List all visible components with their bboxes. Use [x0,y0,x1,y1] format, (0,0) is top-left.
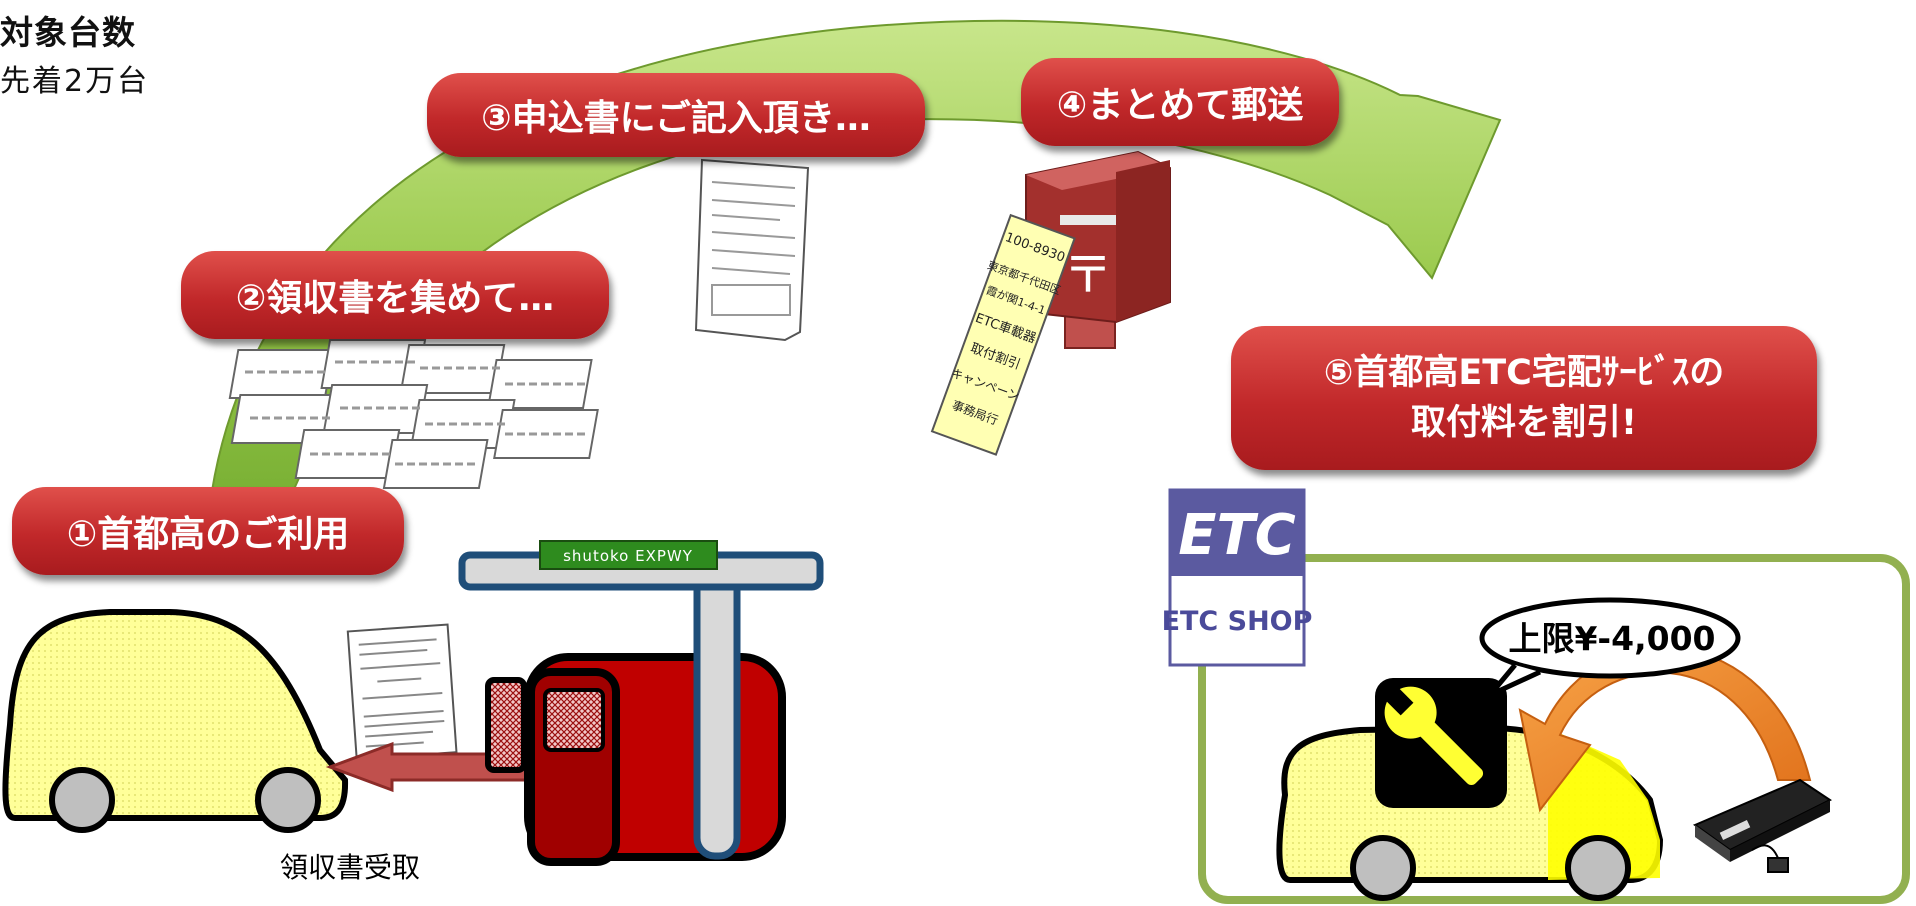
target-count-value: 先着2万台 [0,64,150,99]
discount-amount: 上限¥-4,000 [1508,619,1715,658]
car-left-wheel-front [255,767,321,833]
step-5-line-1: ⑤首都高ETC宅配ｻｰﾋﾞｽの [1323,353,1725,393]
gate-sign: shutoko EXPWY [563,547,693,565]
car-left [2,609,349,833]
discount-speech-bubble: 上限¥-4,000 [1479,597,1741,698]
car-right-wheel-rear [1350,835,1416,901]
etc-logo: ETC [1178,503,1296,568]
toll-gate: shutoko EXPWY [458,540,824,866]
install-arrow [1518,646,1812,813]
step-1-label: ①首都高のご利用 [12,487,404,575]
etc-shop-name: ETC SHOP [1162,606,1313,637]
step-4-label: ④まとめて郵送 [1021,58,1339,146]
svg-text:〒: 〒 [1063,246,1113,304]
step-5-label: ⑤首都高ETC宅配ｻｰﾋﾞｽの 取付料を割引! [1231,326,1817,470]
envelope: 100-8930 東京都千代田区 霞が関1-4-1 ETC車載器 取付割引 キャ… [930,213,1076,456]
target-count-title: 対象台数 [0,13,136,52]
car-left-wheel-rear [49,767,115,833]
receipt-pile [228,339,599,489]
step-2-label: ②領収書を集めて… [181,251,609,339]
car-right-wheel-front [1565,835,1631,901]
etc-device [1692,778,1832,873]
step-3-label: ③申込書にご記入頂き… [427,73,925,157]
receipt-caption: 領収書受取 [280,851,420,884]
etc-shop-sign: ETC ETC SHOP [1162,488,1313,667]
receipt-image [346,623,458,761]
step-5-line-2: 取付料を割引! [1411,403,1637,443]
wrench-icon [1375,678,1507,808]
mailbox: 〒 [1025,150,1171,349]
application-form [694,158,810,342]
